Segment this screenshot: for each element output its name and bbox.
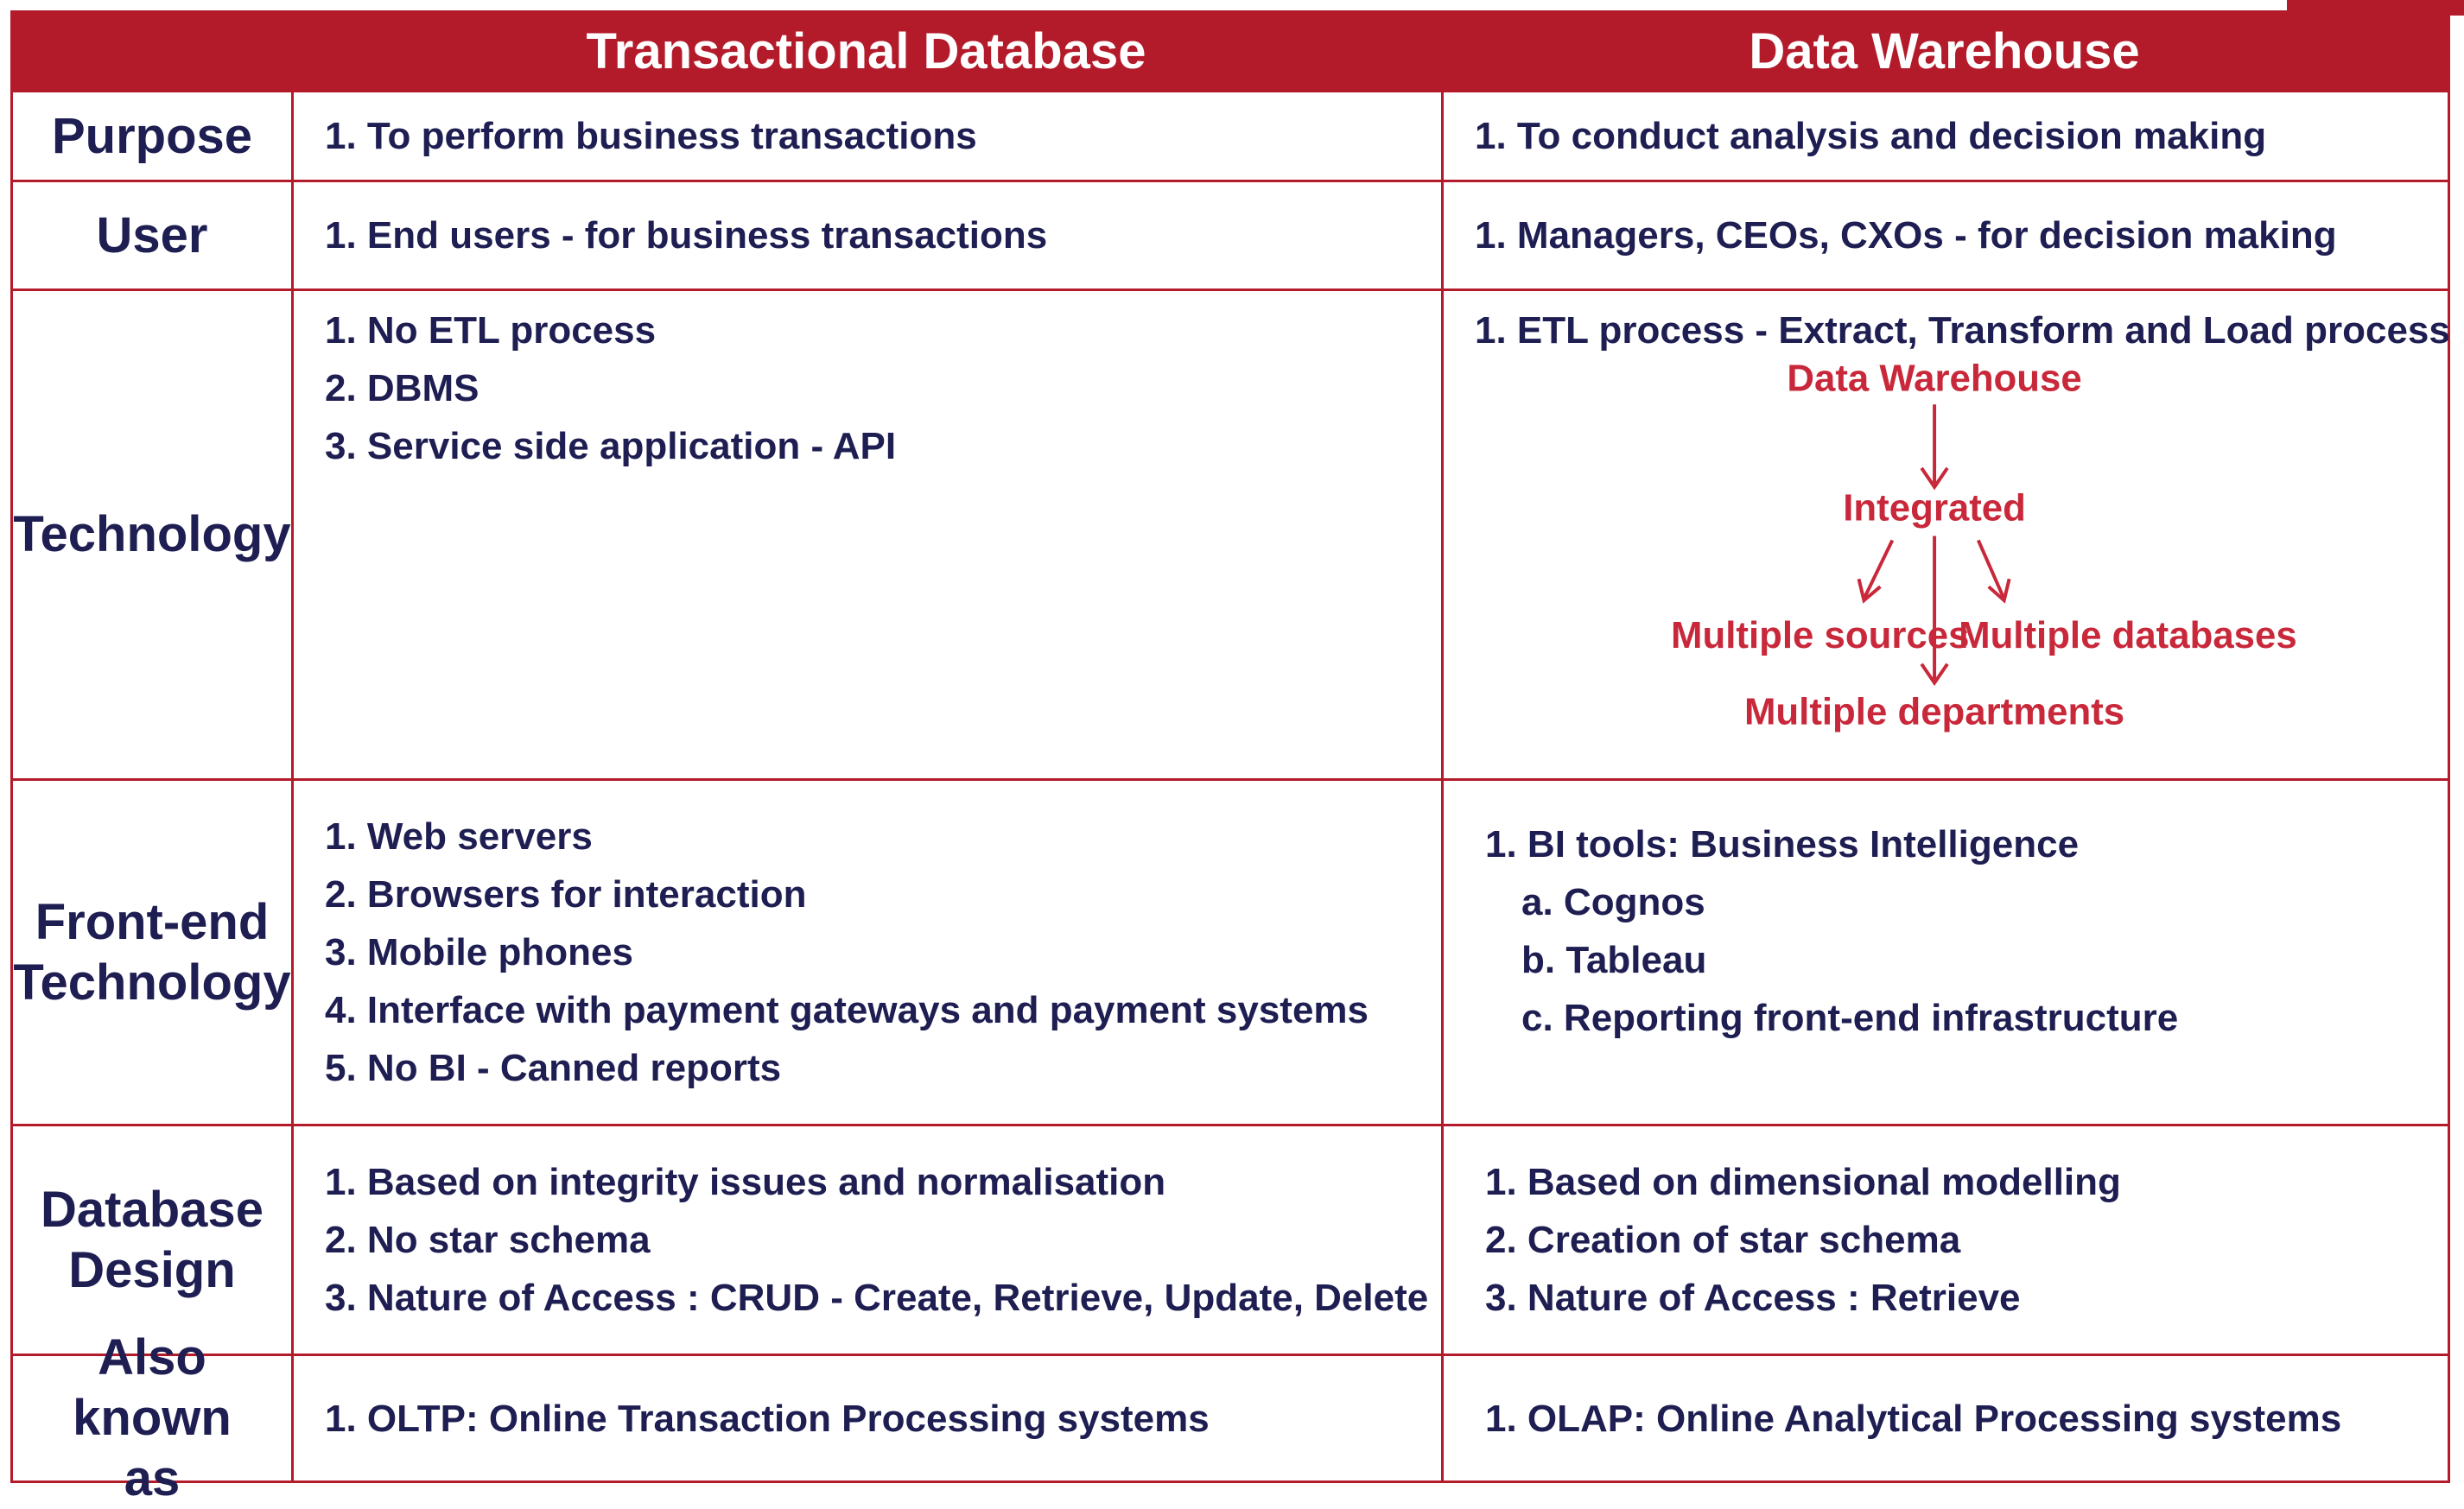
list-item: 1. OLAP: Online Analytical Processing sy… — [1485, 1397, 2342, 1440]
hierarchy-right-label: Multiple databases — [1959, 614, 2297, 656]
list-item: 1. Managers, CEOs, CXOs - for decision m… — [1475, 214, 2337, 257]
hierarchy-bottom-label: Multiple departments — [1744, 690, 2124, 732]
row-label-frontend: Front-end Technology — [10, 781, 291, 1126]
list-item: 2. DBMS — [325, 367, 479, 409]
list-item: 1. Web servers — [325, 815, 593, 858]
database-design-warehouse: 1. Based on dimensional modelling 2. Cre… — [1441, 1126, 2450, 1356]
hierarchy-left-label: Multiple sources — [1671, 614, 1969, 656]
database-design-transactional: 1. Based on integrity issues and normali… — [291, 1126, 1441, 1356]
also-known-as-warehouse: 1. OLAP: Online Analytical Processing sy… — [1441, 1356, 2450, 1483]
user-transactional: 1. End users - for business transactions — [291, 182, 1441, 291]
arrow-right-icon — [1976, 539, 2005, 598]
list-item: 1. Based on dimensional modelling — [1485, 1161, 2121, 1203]
row-label-technology: Technology — [10, 291, 291, 781]
list-item: 4. Interface with payment gateways and p… — [325, 989, 1369, 1031]
purpose-transactional: 1. To perform business transactions — [291, 92, 1441, 182]
arrow-left-icon — [1863, 539, 1895, 598]
hierarchy-middle-label: Integrated — [1843, 487, 2026, 529]
list-item: 1. BI tools: Business Intelligence — [1485, 823, 2080, 865]
list-item: 1. To perform business transactions — [325, 115, 977, 157]
list-item: b. Tableau — [1521, 939, 1707, 981]
list-item: 3. Service side application - API — [325, 425, 897, 467]
arrowhead-icon — [1920, 466, 1949, 491]
list-item: c. Reporting front-end infrastructure — [1521, 997, 2179, 1039]
row-label-line: Design — [68, 1241, 236, 1298]
arrowhead-icon — [1987, 578, 2011, 604]
list-item: 1. ETL process - Extract, Transform and … — [1475, 309, 2450, 352]
row-label-line: Technology — [13, 954, 291, 1011]
row-label-line: Database — [41, 1181, 264, 1238]
header-warehouse: Data Warehouse — [1441, 10, 2450, 92]
list-item: 1. Based on integrity issues and normali… — [325, 1161, 1166, 1203]
row-label-database-design: Database Design — [10, 1126, 291, 1356]
row-label-line: Front-end — [35, 893, 270, 950]
list-item: 3. Nature of Access : Retrieve — [1485, 1277, 2021, 1319]
arrowhead-icon — [1857, 578, 1882, 604]
list-item: 3. Mobile phones — [325, 931, 633, 973]
list-item: 2. No star schema — [325, 1219, 651, 1261]
list-item: a. Cognos — [1521, 881, 1705, 923]
user-warehouse: 1. Managers, CEOs, CXOs - for decision m… — [1441, 182, 2450, 291]
row-label-user: User — [10, 182, 291, 291]
warehouse-hierarchy-diagram: Data Warehouse Integrated Multiple sourc… — [1671, 357, 2297, 732]
purpose-warehouse: 1. To conduct analysis and decision maki… — [1441, 92, 2450, 182]
list-item: 2. Browsers for interaction — [325, 873, 807, 916]
list-item: 1. End users - for business transactions — [325, 214, 1048, 257]
row-label-line: as — [124, 1450, 181, 1506]
list-item: 1. OLTP: Online Transaction Processing s… — [325, 1397, 1210, 1440]
also-known-as-transactional: 1. OLTP: Online Transaction Processing s… — [291, 1356, 1441, 1483]
frontend-warehouse: 1. BI tools: Business Intelligence a. Co… — [1441, 781, 2450, 1126]
arrowhead-icon — [1920, 663, 1949, 687]
comparison-table: Transactional Database Data Warehouse Pu… — [10, 10, 2450, 1506]
list-item: 1. To conduct analysis and decision maki… — [1475, 115, 2267, 157]
frontend-transactional: 1. Web servers 2. Browsers for interacti… — [291, 781, 1441, 1126]
technology-warehouse: 1. ETL process - Extract, Transform and … — [1441, 291, 2450, 781]
row-label-line: Also known — [73, 1329, 232, 1446]
header-corner — [10, 10, 291, 92]
list-item: 3. Nature of Access : CRUD - Create, Ret… — [325, 1277, 1429, 1319]
technology-transactional: 1. No ETL process 2. DBMS 3. Service sid… — [291, 291, 1441, 781]
hierarchy-top-label: Data Warehouse — [1787, 357, 2081, 399]
list-item: 1. No ETL process — [325, 309, 657, 352]
header-transactional: Transactional Database — [291, 10, 1441, 92]
list-item: 5. No BI - Canned reports — [325, 1047, 782, 1089]
row-label-also-known-as: Also known as — [10, 1329, 291, 1506]
row-label-purpose: Purpose — [10, 92, 291, 182]
list-item: 2. Creation of star schema — [1485, 1219, 1961, 1261]
